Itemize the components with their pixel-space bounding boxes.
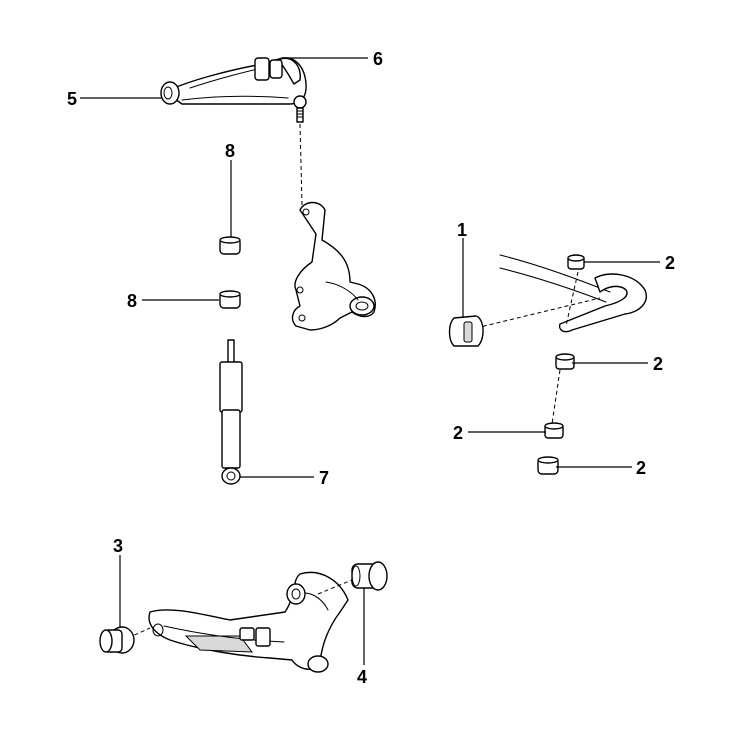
callout-2-c: 2 bbox=[453, 423, 463, 443]
lower-arm-bushing-front bbox=[99, 626, 135, 654]
callout-2-a: 2 bbox=[665, 253, 675, 273]
stabilizer-link-bushing-3 bbox=[544, 422, 564, 439]
lower-control-arm bbox=[127, 571, 353, 673]
stabilizer-bar-bushing bbox=[448, 315, 484, 347]
callout-7: 7 bbox=[319, 468, 329, 488]
stabilizer-link-bushing-2 bbox=[555, 353, 575, 370]
shock-absorber-cushion-lower bbox=[219, 290, 241, 309]
shock-absorber bbox=[219, 339, 243, 485]
callout-2-d: 2 bbox=[636, 458, 646, 478]
shock-absorber-cushion-upper bbox=[219, 236, 241, 255]
callout-1: 1 bbox=[457, 220, 467, 240]
callout-5: 5 bbox=[67, 89, 77, 109]
stabilizer-bar bbox=[475, 254, 647, 333]
upper-control-arm bbox=[164, 57, 307, 123]
callout-6: 6 bbox=[373, 49, 383, 69]
stabilizer-link-bushing-4 bbox=[537, 456, 559, 475]
callout-4: 4 bbox=[357, 667, 367, 687]
callout-3: 3 bbox=[113, 536, 123, 556]
callout-8-upper: 8 bbox=[225, 141, 235, 161]
callout-2-b: 2 bbox=[653, 354, 663, 374]
callout-8-lower: 8 bbox=[127, 291, 137, 311]
steering-knuckle bbox=[291, 201, 376, 331]
lower-arm-bushing-rear bbox=[351, 561, 388, 591]
stabilizer-link-bushing-1 bbox=[567, 254, 585, 270]
upper-arm-bushing-front bbox=[160, 81, 180, 105]
